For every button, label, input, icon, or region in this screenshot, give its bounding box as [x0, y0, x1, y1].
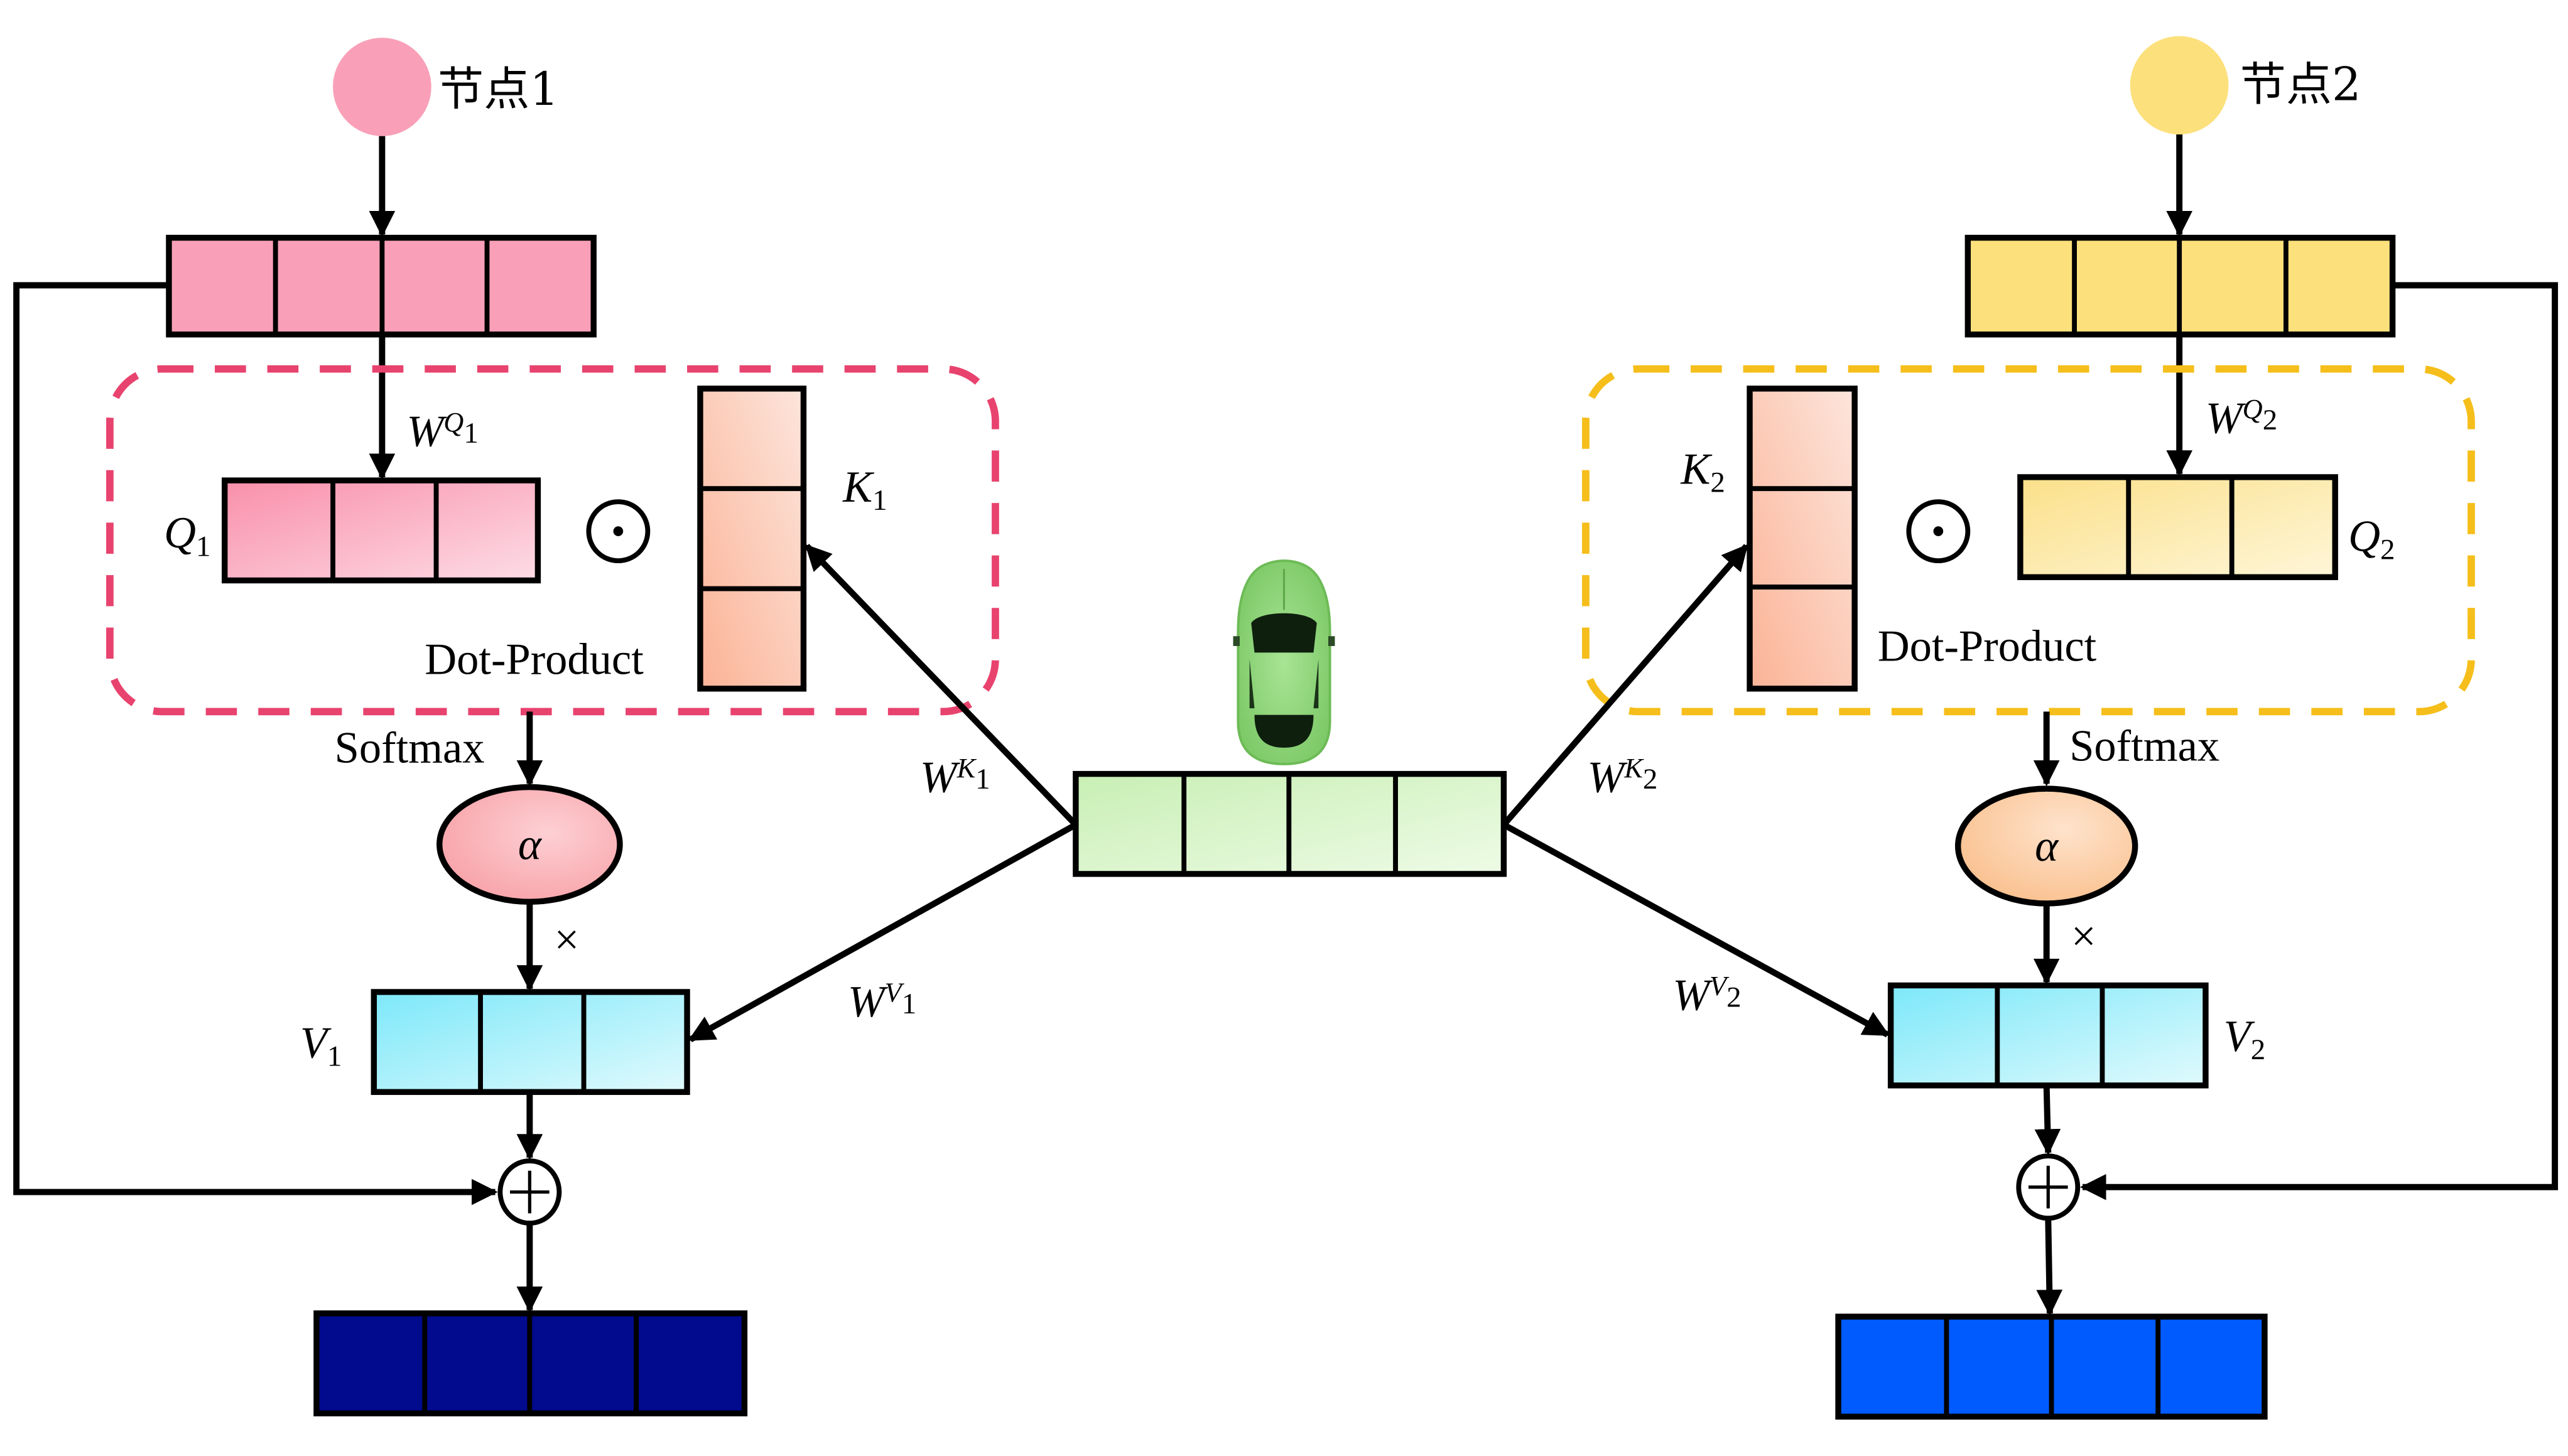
- q1-vector[interactable]: [222, 477, 541, 584]
- multiply-2-icon: ×: [2071, 912, 2096, 961]
- right-dot-product-label: Dot-Product: [1878, 622, 2097, 671]
- k2-vector[interactable]: [1747, 386, 1858, 692]
- dot-product-operator-2-icon: [1906, 499, 1971, 564]
- shared-vector[interactable]: [1073, 770, 1507, 877]
- right-input-vector[interactable]: [1964, 234, 2396, 338]
- right-residual-connection: [2079, 282, 2559, 1200]
- add-2-operator-icon: [2016, 1153, 2081, 1221]
- output-2-vector[interactable]: [1835, 1313, 2268, 1420]
- left-branch: 节点1 WQ1 Q1 K: [106, 38, 1078, 1416]
- node-2-label: 节点2: [2240, 58, 2361, 111]
- wv2-label: WV2: [1672, 970, 1741, 1020]
- car-top-view-icon[interactable]: [1233, 559, 1335, 765]
- center-vehicle: [1073, 559, 1507, 877]
- v2-label: V2: [2224, 1012, 2266, 1066]
- left-attention-dashed-box: [106, 365, 999, 716]
- output-1-vector[interactable]: [313, 1310, 748, 1416]
- dot-product-operator-icon: [586, 499, 651, 564]
- right-attention-dashed-box: [1582, 365, 2475, 716]
- k1-vector[interactable]: [697, 386, 807, 692]
- wq2-label: WQ2: [2206, 393, 2277, 443]
- wk2-label: WK2: [1588, 752, 1658, 802]
- node-1-circle[interactable]: [333, 38, 431, 136]
- wk2-arrow: [1501, 544, 1749, 827]
- wk1-label: WK1: [920, 752, 990, 802]
- q2-vector[interactable]: [2017, 474, 2338, 580]
- q2-label: Q2: [2348, 512, 2395, 566]
- q1-label: Q1: [164, 509, 210, 563]
- softmax-1-label: Softmax: [335, 723, 485, 772]
- wv1-arrow: [688, 822, 1078, 1043]
- softmax-2-label: Softmax: [2069, 722, 2219, 771]
- k1-label: K1: [842, 463, 887, 517]
- wk1-arrow: [805, 544, 1078, 828]
- node-1-label: 节点1: [438, 63, 559, 116]
- v1-label: V1: [300, 1018, 342, 1072]
- left-dot-product-label: Dot-Product: [425, 635, 644, 684]
- add-1-operator-icon: [497, 1158, 562, 1226]
- alpha-1-label: α: [518, 820, 543, 869]
- node-2-circle[interactable]: [2130, 36, 2229, 135]
- alpha-2-label: α: [2035, 822, 2059, 871]
- wv2-arrow: [1502, 822, 1890, 1038]
- v2-to-add-arrow: [2034, 1085, 2061, 1156]
- left-residual-connection: [13, 282, 498, 1205]
- wq1-label: WQ1: [407, 406, 479, 456]
- k2-label: K2: [1680, 445, 1725, 499]
- v2-vector[interactable]: [1887, 982, 2209, 1089]
- left-input-vector[interactable]: [166, 234, 597, 338]
- wv1-label: WV1: [848, 977, 916, 1027]
- right-branch: 节点2 WQ2 K2 Q: [1501, 36, 2475, 1420]
- add-2-to-output-arrow: [2036, 1218, 2063, 1316]
- v1-vector[interactable]: [371, 989, 690, 1095]
- multiply-1-icon: ×: [555, 915, 580, 964]
